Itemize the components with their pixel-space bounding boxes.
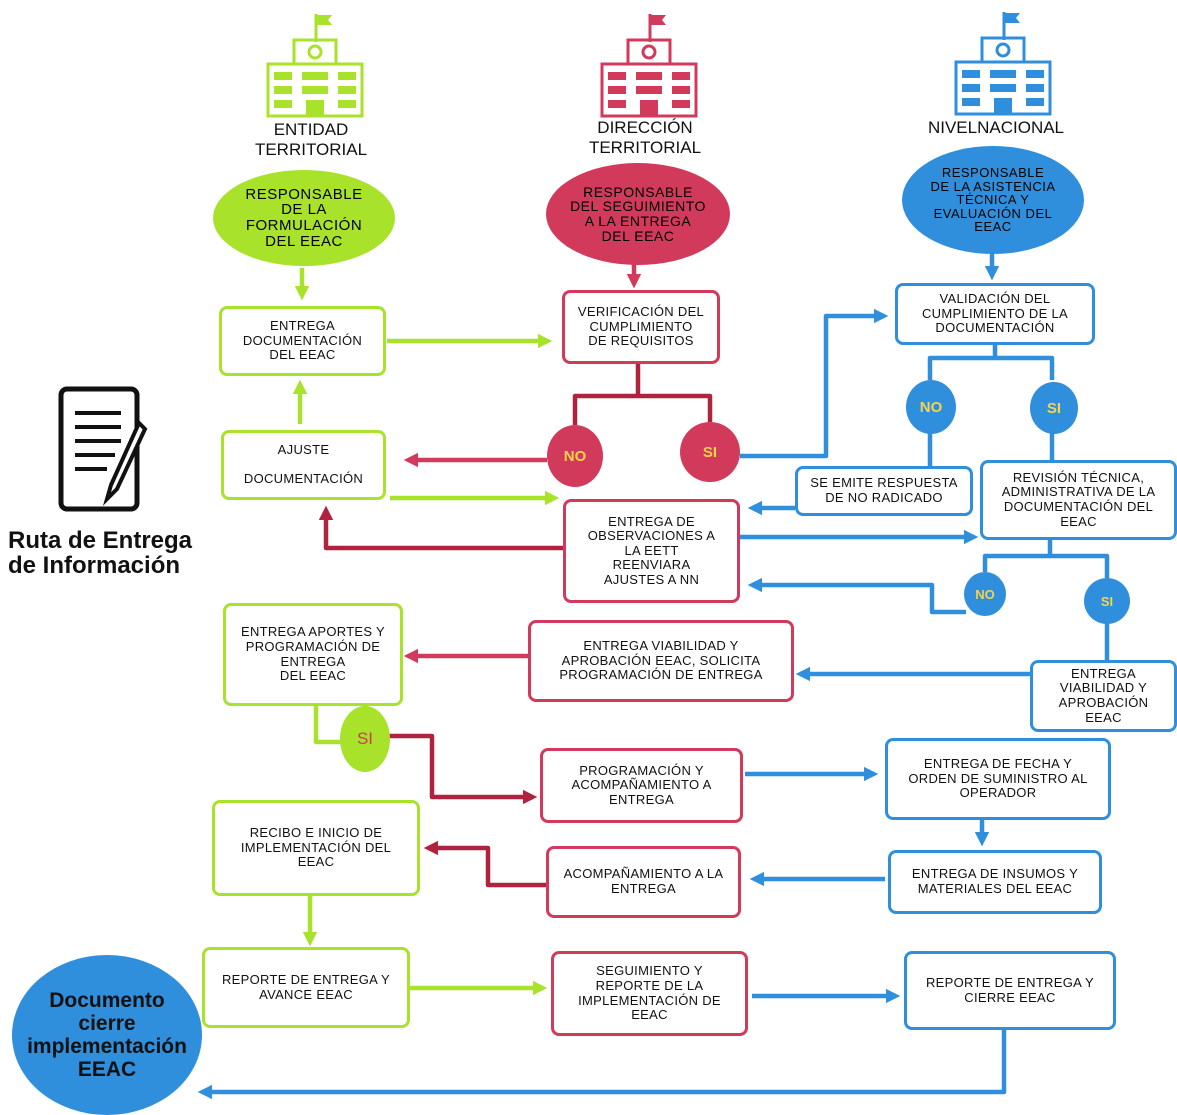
box-entrega-documentacion: ENTREGA DOCUMENTACIÓN DEL EEAC	[219, 306, 386, 376]
arrow-cierre-to-final	[197, 1028, 1007, 1100]
building-icon	[600, 14, 698, 118]
box-text: RECIBO E INICIO DE IMPLEMENTACIÓN DEL EE…	[240, 825, 392, 870]
box-text: ACOMPAÑAMIENTO A LA ENTREGA	[563, 866, 724, 896]
box-text: AJUSTE DOCUMENTACIÓN	[243, 442, 364, 487]
decision-si-direccion: SI	[680, 422, 740, 482]
role-direccion-text: RESPONSABLE DEL SEGUIMIENTO A LA ENTREGA…	[570, 183, 706, 244]
box-recibo-inicio: RECIBO E INICIO DE IMPLEMENTACIÓN DEL EE…	[212, 800, 420, 896]
decision-si-revision: SI	[1084, 578, 1130, 624]
decision-no-revision: NO	[964, 572, 1006, 616]
box-text: VALIDACIÓN DEL CUMPLIMIENTO DE LA DOCUME…	[921, 291, 1069, 336]
final-document-oval: Documento cierre implementación EEAC	[12, 955, 202, 1115]
box-text: SEGUIMIENTO Y REPORTE DE LA IMPLEMENTACI…	[578, 963, 721, 1023]
box-text: SE EMITE RESPUESTA DE NO RADICADO	[810, 475, 958, 505]
role-nivel-text: RESPONSABLE DE LA ASISTENCIA TÉCNICA Y E…	[930, 164, 1056, 235]
flag-icon	[1005, 13, 1020, 23]
box-viabilidad-direccion: ENTREGA VIABILIDAD Y APROBACIÓN EEAC, SO…	[528, 620, 794, 702]
box-viabilidad-nacional: ENTREGA VIABILIDAD Y APROBACIÓN EEAC	[1030, 660, 1177, 732]
arrow-observaciones-to-ajuste	[318, 505, 563, 551]
arrow-no-to-observaciones	[747, 577, 966, 615]
role-entidad-text: RESPONSABLE DE LA FORMULACIÓN DEL EEAC	[245, 185, 363, 250]
decision-si-aportes: SI	[340, 706, 390, 772]
box-ajuste-documentacion: AJUSTE DOCUMENTACIÓN	[221, 430, 386, 500]
box-text: ENTREGA DE FECHA Y ORDEN DE SUMINISTRO A…	[908, 756, 1088, 801]
role-oval-entidad: RESPONSABLE DE LA FORMULACIÓN DEL EEAC	[213, 170, 395, 266]
final-document-text: Documento cierre implementación EEAC	[27, 988, 187, 1082]
box-seguimiento: SEGUIMIENTO Y REPORTE DE LA IMPLEMENTACI…	[551, 951, 748, 1036]
arrow-si-to-validacion	[740, 308, 889, 459]
role-oval-direccion: RESPONSABLE DEL SEGUIMIENTO A LA ENTREGA…	[546, 163, 730, 265]
arrow-acomp-to-recibo	[423, 840, 546, 888]
flag-icon	[651, 15, 666, 25]
box-programacion: PROGRAMACIÓN Y ACOMPAÑAMIENTO A ENTREGA	[540, 748, 743, 823]
box-text: ENTREGA VIABILIDAD Y APROBACIÓN EEAC, SO…	[559, 638, 763, 683]
line-verificacion-branch	[572, 364, 713, 425]
box-entrega-fecha: ENTREGA DE FECHA Y ORDEN DE SUMINISTRO A…	[885, 738, 1111, 820]
box-entrega-insumos: ENTREGA DE INSUMOS Y MATERIALES DEL EEAC	[888, 850, 1102, 914]
box-text: ENTREGA VIABILIDAD Y APROBACIÓN EEAC	[1058, 665, 1149, 725]
flag-icon	[317, 15, 332, 25]
box-text: ENTREGA APORTES Y PROGRAMACIÓN DE ENTREG…	[240, 624, 386, 684]
box-text: PROGRAMACIÓN Y ACOMPAÑAMIENTO A ENTREGA	[571, 762, 712, 807]
box-text: REPORTE DE ENTREGA Y CIERRE EEAC	[925, 974, 1095, 1005]
box-validacion: VALIDACIÓN DEL CUMPLIMIENTO DE LA DOCUME…	[895, 283, 1095, 345]
box-text: REVISIÓN TÉCNICA, ADMINISTRATIVA DE LA D…	[1001, 469, 1156, 529]
document-icon	[58, 386, 148, 512]
decision-no-validacion: NO	[906, 380, 956, 434]
role-oval-nivel: RESPONSABLE DE LA ASISTENCIA TÉCNICA Y E…	[902, 146, 1084, 254]
box-acompanamiento: ACOMPAÑAMIENTO A LA ENTREGA	[546, 846, 741, 918]
box-text: ENTREGA DOCUMENTACIÓN DEL EEAC	[242, 318, 363, 363]
decision-no-direccion: NO	[547, 425, 603, 487]
line-aportes-si	[313, 706, 344, 745]
column-title-nivel: NIVELNACIONAL	[927, 118, 1065, 137]
column-title-direccion: DIRECCIÓN TERRITORIAL	[588, 118, 702, 158]
arrow-si-to-programacion	[388, 733, 538, 805]
box-verificacion: VERIFICACIÓN DEL CUMPLIMIENTO DE REQUISI…	[562, 290, 720, 364]
line-revision-branch	[982, 540, 1110, 578]
diagram-title: Ruta de Entrega de Información	[8, 527, 193, 580]
box-revision-tecnica: REVISIÓN TÉCNICA, ADMINISTRATIVA DE LA D…	[980, 460, 1177, 540]
box-no-radicado: SE EMITE RESPUESTA DE NO RADICADO	[795, 466, 973, 516]
box-text: ENTREGA DE INSUMOS Y MATERIALES DEL EEAC	[911, 866, 1079, 896]
building-icon	[266, 14, 364, 118]
line-validacion-branch	[927, 345, 1055, 380]
building-icon	[954, 12, 1052, 116]
column-title-entidad: ENTIDAD TERRITORIAL	[254, 120, 368, 160]
box-text: VERIFICACIÓN DEL CUMPLIMIENTO DE REQUISI…	[577, 304, 705, 349]
box-text: REPORTE DE ENTREGA Y AVANCE EEAC	[221, 971, 391, 1002]
box-entrega-aportes: ENTREGA APORTES Y PROGRAMACIÓN DE ENTREG…	[223, 603, 403, 706]
box-reporte-cierre: REPORTE DE ENTREGA Y CIERRE EEAC	[904, 951, 1116, 1030]
box-text: ENTREGA DE OBSERVACIONES A LA EETT REENV…	[587, 513, 716, 587]
decision-si-validacion: SI	[1030, 382, 1078, 434]
box-entrega-observaciones: ENTREGA DE OBSERVACIONES A LA EETT REENV…	[563, 499, 740, 603]
box-reporte-avance: REPORTE DE ENTREGA Y AVANCE EEAC	[202, 947, 410, 1028]
